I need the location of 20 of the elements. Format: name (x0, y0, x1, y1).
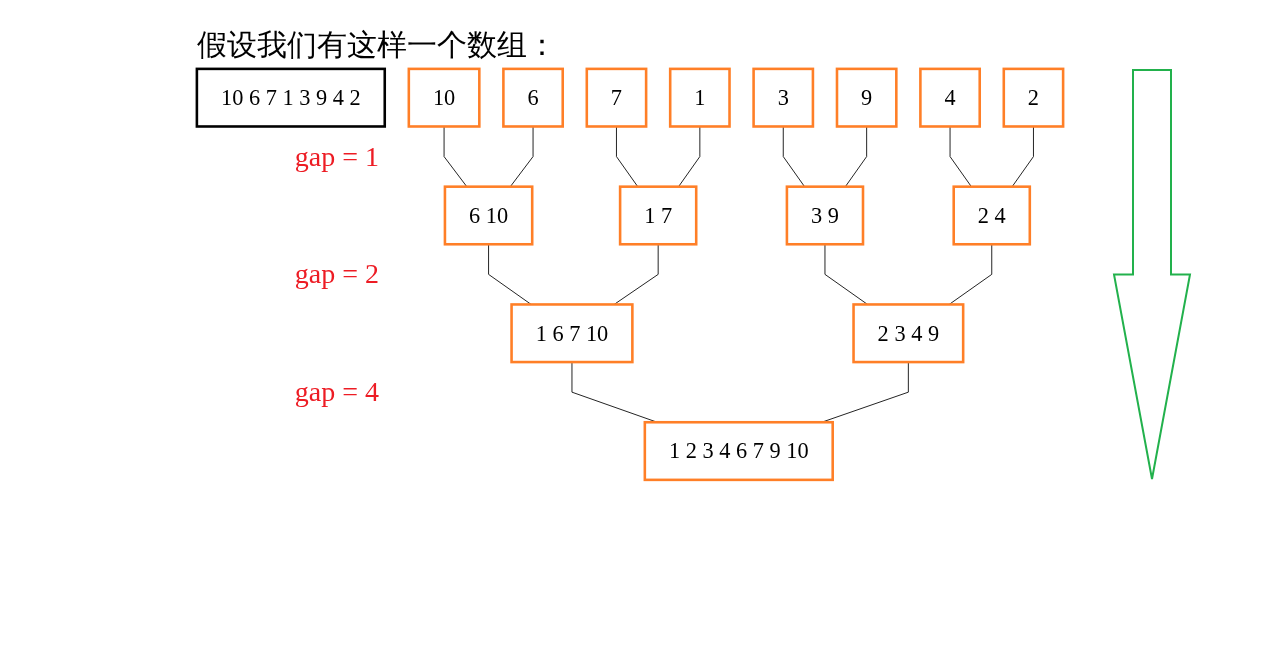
node-box: 9 (835, 67, 898, 128)
node-box: 1 2 3 4 6 7 9 10 (643, 420, 834, 482)
node-box: 10 6 7 1 3 9 4 2 (195, 67, 387, 128)
step-label: gap = 1 (294, 139, 380, 174)
node-box: 7 (585, 67, 648, 128)
heading: 假设我们有这样一个数组： (196, 26, 557, 63)
node-box: 3 (752, 67, 815, 128)
node-box: 1 (668, 67, 731, 128)
node-box: 1 6 7 10 (510, 303, 634, 364)
node-box: 6 (502, 67, 564, 128)
node-box: 6 10 (443, 185, 534, 246)
node-box: 10 (407, 67, 481, 128)
node-box: 3 9 (785, 185, 865, 246)
node-box: 2 3 4 9 (852, 303, 965, 364)
node-box: 2 (1002, 67, 1065, 128)
node-box: 1 7 (618, 185, 698, 246)
node-box: 4 (919, 67, 981, 128)
step-label: gap = 2 (294, 257, 380, 291)
step-label: gap = 4 (294, 375, 380, 409)
node-box: 2 4 (952, 185, 1032, 246)
